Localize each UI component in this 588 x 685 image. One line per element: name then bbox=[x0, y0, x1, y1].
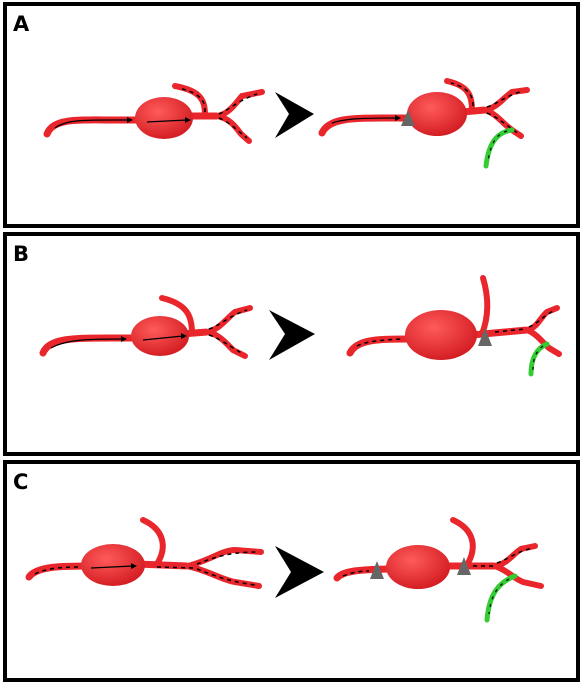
new-branch bbox=[528, 341, 550, 377]
new-branch bbox=[483, 127, 515, 169]
panel-c: C bbox=[3, 460, 580, 682]
neuron-before bbox=[43, 83, 265, 144]
cone-marker bbox=[478, 328, 492, 346]
transition-arrow bbox=[275, 92, 314, 138]
panel-label: B bbox=[13, 242, 30, 266]
cone-marker-right bbox=[457, 557, 471, 575]
transition-arrow bbox=[269, 310, 315, 360]
panel-b: B bbox=[3, 232, 580, 456]
neuron-after bbox=[346, 275, 562, 377]
neuron-after bbox=[318, 78, 530, 169]
panel-b-illustration bbox=[39, 275, 562, 377]
panel-label: C bbox=[13, 470, 29, 494]
new-branch bbox=[484, 573, 518, 623]
neuron-before bbox=[25, 517, 264, 589]
cone-marker-left bbox=[370, 561, 384, 579]
panel-a-illustration bbox=[43, 78, 530, 169]
cone-marker bbox=[401, 110, 415, 126]
transition-arrow bbox=[275, 546, 324, 598]
neuron-after bbox=[333, 517, 544, 623]
panel-a: A bbox=[3, 2, 580, 228]
panel-label: A bbox=[13, 12, 30, 36]
neuron-before bbox=[39, 295, 253, 359]
panel-c-illustration bbox=[25, 517, 544, 623]
